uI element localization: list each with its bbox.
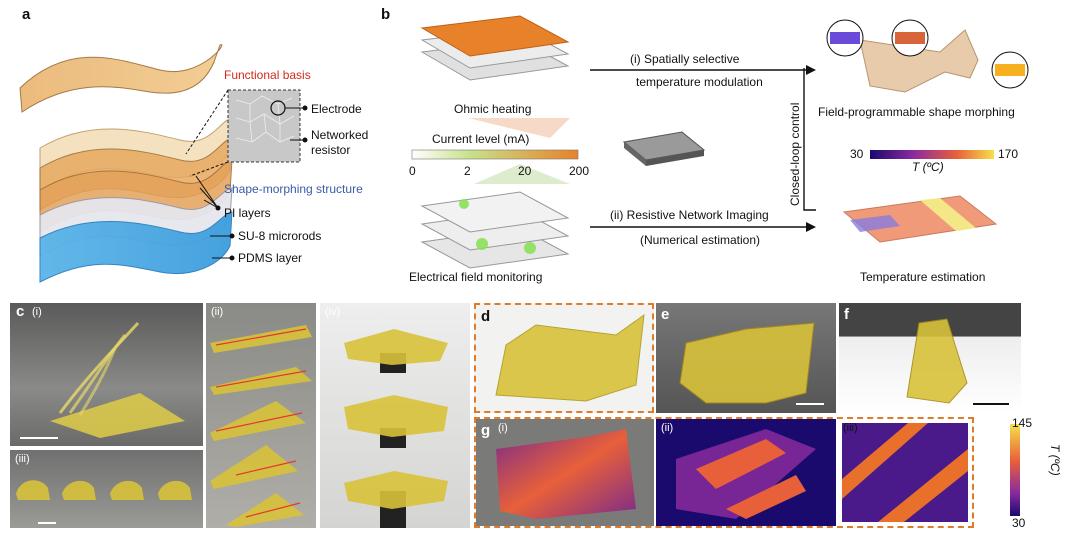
photo-c-i: c (i) (10, 303, 203, 446)
photo-c-ii: (ii) (206, 303, 316, 528)
ohmic-heating-label: Ohmic heating (454, 102, 532, 116)
photo-g-ii: (ii) (656, 419, 836, 526)
panel-c-iii-label: (iii) (15, 453, 30, 465)
panel-a-letter: a (22, 6, 31, 23)
panel-g-frame (474, 417, 974, 528)
current-level-label: Current level (mA) (432, 132, 530, 146)
scale-bar (20, 437, 58, 439)
arrow2-line2: (Numerical estimation) (640, 233, 761, 247)
networked-resistor-label: Networked resistor (311, 128, 369, 157)
panel-e-letter: e (661, 306, 670, 323)
panel-c-ii-label: (ii) (211, 306, 224, 318)
photo-c-iv: (iv) (320, 303, 470, 528)
g-colorbar-max: 145 (1012, 416, 1033, 430)
temp-min: 30 (850, 147, 864, 161)
scale-bar (796, 403, 824, 405)
photo-d: d (474, 303, 654, 413)
panel-c-i-label: (i) (32, 306, 42, 318)
scale-bar (38, 522, 56, 524)
panel-g-i-label: (i) (498, 422, 508, 434)
electrode-label: Electrode (311, 102, 362, 116)
panel-g-letter: g (481, 422, 491, 439)
functional-basis-label: Functional basis (224, 68, 311, 82)
g-colorbar-unit: T (ºC) (1048, 444, 1062, 476)
g-colorbar (1010, 424, 1020, 516)
arrow2-line1: (ii) Resistive Network Imaging (610, 208, 769, 222)
temp-max: 170 (998, 147, 1019, 161)
current-tick-200: 200 (569, 164, 590, 178)
panel-c-letter: c (16, 303, 25, 320)
electrical-monitoring-label: Electrical field monitoring (409, 270, 543, 284)
photo-c-iii: (iii) (10, 450, 203, 528)
panel-c-iv-label: (iv) (325, 306, 341, 318)
pi-layers-label: PI layers (224, 206, 271, 220)
su8-label: SU-8 microrods (238, 229, 322, 243)
arrow1-line1: (i) Spatially selective (630, 52, 740, 66)
closed-loop-label: Closed-loop control (788, 102, 802, 206)
field-prog-label: Field-programmable shape morphing (818, 105, 1015, 119)
photo-g-i: g (i) (476, 419, 654, 526)
arrow1-line2: temperature modulation (636, 75, 763, 89)
panel-f-letter: f (844, 306, 849, 323)
panel-g-ii-label: (ii) (661, 422, 674, 434)
current-tick-20: 20 (518, 164, 532, 178)
panel-a-illustration (19, 44, 308, 283)
photo-f: f (839, 303, 1021, 413)
photo-e: e (656, 303, 836, 413)
temp-unit: T (ºC) (912, 160, 944, 174)
photo-g-iii: (iii) (838, 419, 972, 526)
panel-b-illustration (411, 15, 1029, 269)
current-tick-0: 0 (409, 164, 416, 178)
panel-g-iii-label: (iii) (843, 422, 858, 434)
panel-b-letter: b (381, 6, 391, 23)
g-colorbar-min: 30 (1012, 516, 1026, 530)
pdms-label: PDMS layer (238, 251, 303, 265)
panel-d-letter: d (481, 308, 491, 325)
shape-morphing-label: Shape-morphing structure (224, 182, 363, 196)
current-tick-2: 2 (464, 164, 471, 178)
scale-bar (973, 403, 1009, 405)
temp-estimation-label: Temperature estimation (860, 270, 986, 284)
